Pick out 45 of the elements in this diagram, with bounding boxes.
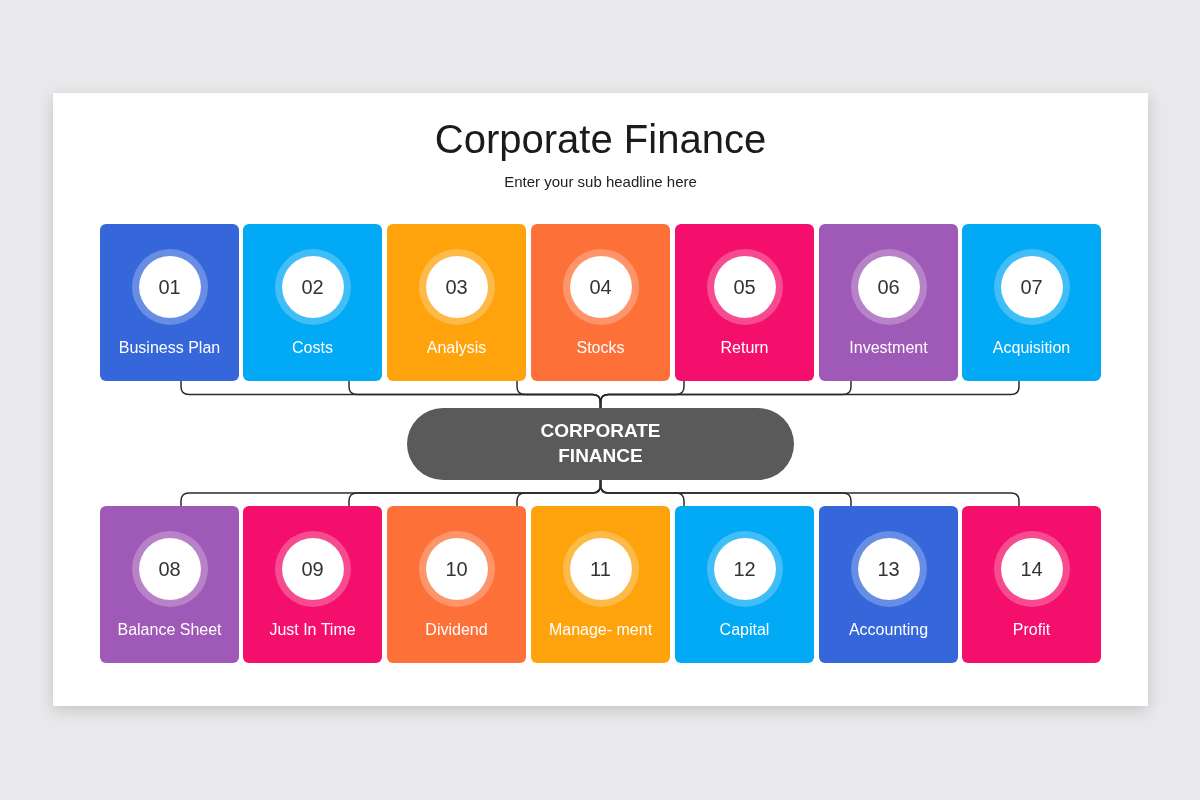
title: Corporate Finance bbox=[434, 116, 767, 163]
topic-card bbox=[675, 224, 814, 381]
topic-card bbox=[819, 224, 958, 381]
step-number: 12 bbox=[706, 531, 783, 607]
topic-label: Stocks bbox=[576, 338, 625, 358]
subtitle: Enter your sub headline here bbox=[504, 172, 697, 192]
topic-card bbox=[531, 506, 670, 663]
topic-card bbox=[243, 506, 382, 663]
step-number: 04 bbox=[562, 249, 639, 325]
step-number: 06 bbox=[850, 249, 927, 325]
topic-card bbox=[387, 506, 526, 663]
topic-label: Capital bbox=[719, 620, 770, 640]
topic-card bbox=[962, 224, 1101, 381]
topic-label: Analysis bbox=[426, 338, 487, 358]
topic-card bbox=[243, 224, 382, 381]
topic-card bbox=[100, 224, 239, 381]
topic-label: Profit bbox=[1012, 620, 1051, 640]
topic-label: Dividend bbox=[425, 620, 488, 640]
step-number: 10 bbox=[418, 531, 495, 607]
step-number: 08 bbox=[131, 531, 208, 607]
topic-card bbox=[100, 506, 239, 663]
topic-label: Balance Sheet bbox=[117, 620, 222, 640]
step-number: 14 bbox=[993, 531, 1070, 607]
topic-card bbox=[531, 224, 670, 381]
topic-card bbox=[387, 224, 526, 381]
central-topic: CORPORATE FINANCE bbox=[407, 408, 794, 480]
topic-label: Manage- ment bbox=[548, 620, 653, 640]
topic-label: Acquisition bbox=[992, 338, 1071, 358]
step-number: 09 bbox=[274, 531, 351, 607]
topic-card bbox=[962, 506, 1101, 663]
topic-label: Accounting bbox=[848, 620, 929, 640]
step-number: 02 bbox=[274, 249, 351, 325]
topic-label: Return bbox=[720, 338, 769, 358]
topic-card bbox=[819, 506, 958, 663]
step-number: 03 bbox=[418, 249, 495, 325]
topic-label: Costs bbox=[292, 338, 333, 358]
step-number: 01 bbox=[131, 249, 208, 325]
step-number: 13 bbox=[850, 531, 927, 607]
step-number: 07 bbox=[993, 249, 1070, 325]
step-number: 05 bbox=[706, 249, 783, 325]
topic-label: Just In Time bbox=[269, 620, 356, 640]
topic-card bbox=[675, 506, 814, 663]
step-number: 11 bbox=[562, 531, 639, 607]
topic-label: Investment bbox=[849, 338, 928, 358]
topic-label: Business Plan bbox=[118, 338, 221, 358]
